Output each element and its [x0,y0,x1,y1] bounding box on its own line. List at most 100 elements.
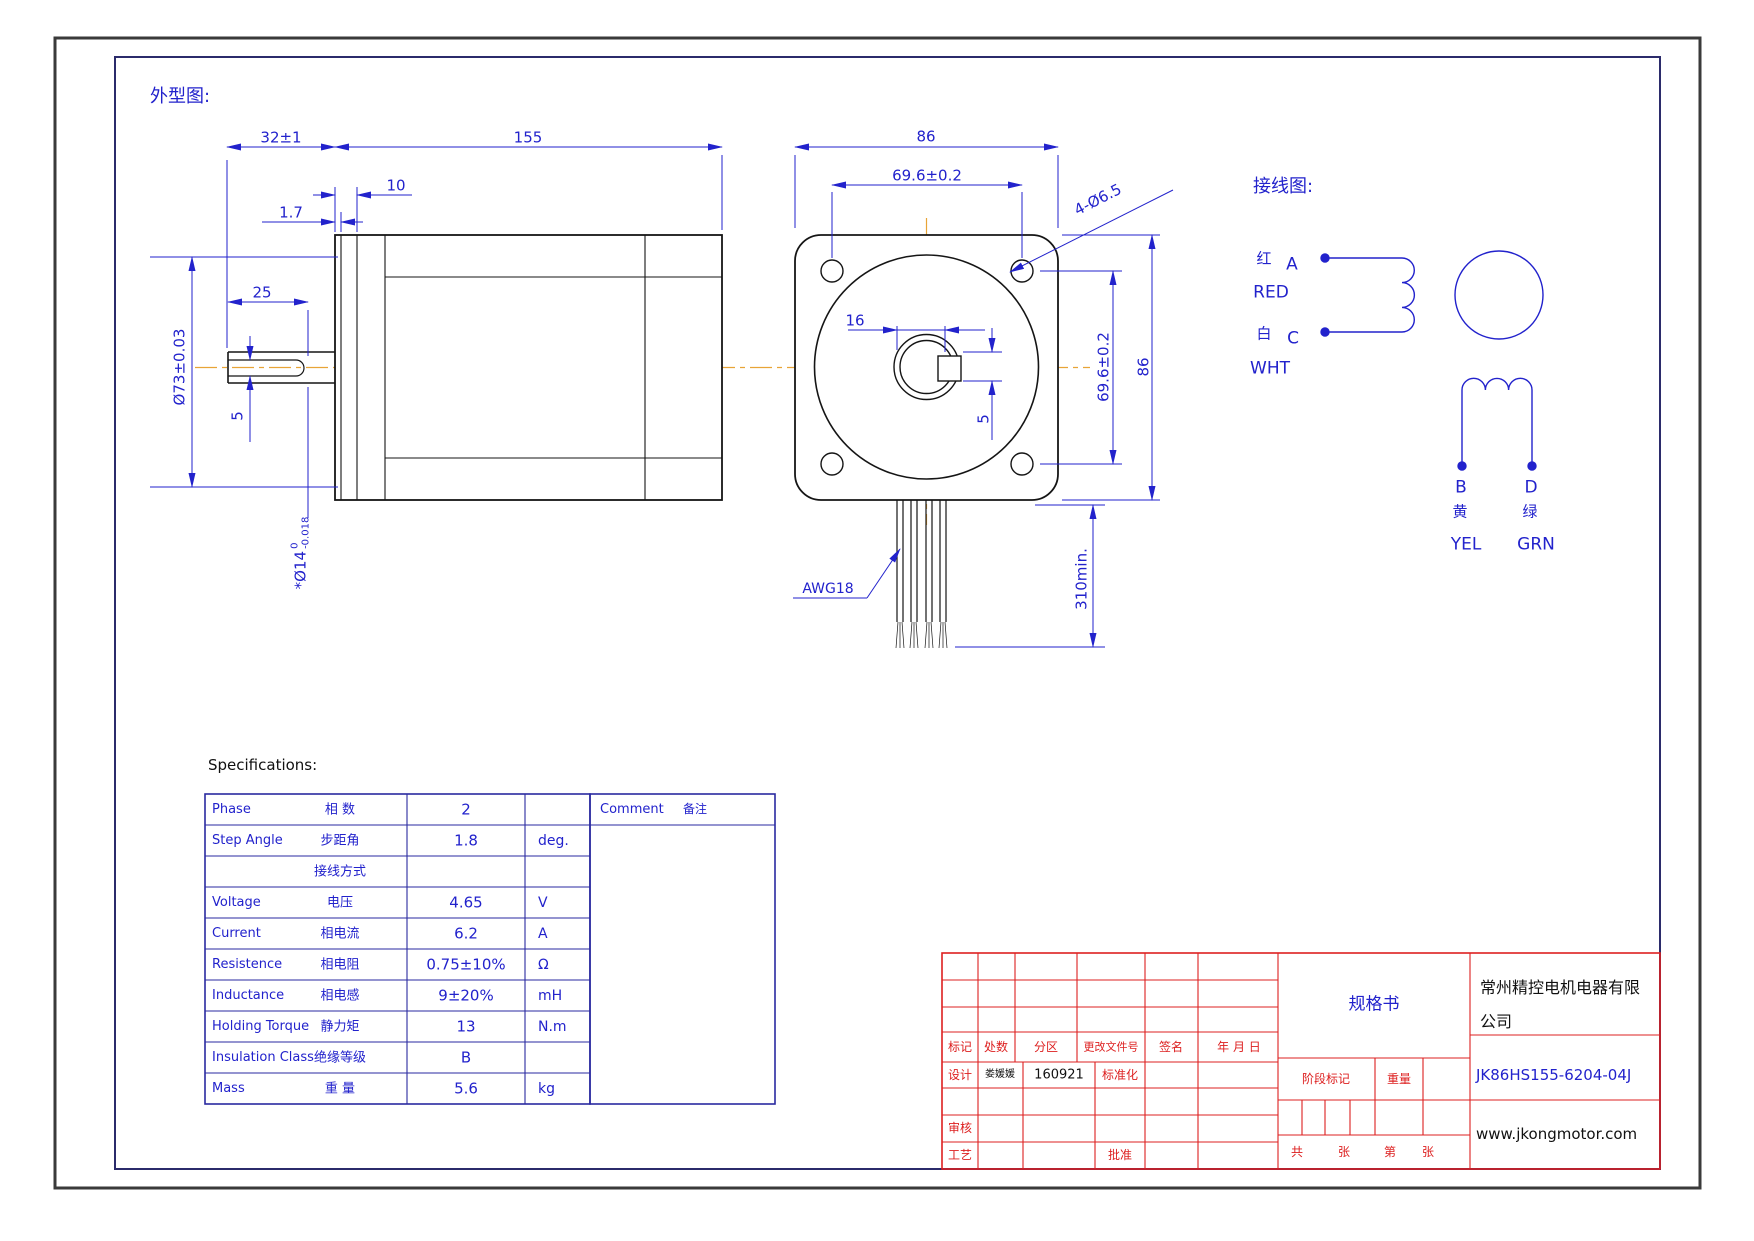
tb-doc-type: 规格书 [1348,994,1400,1015]
spec-value: B [460,1048,472,1067]
spec-unit: kg [538,1081,555,1097]
dim-key-offset: 16 [845,311,865,330]
phase-a: A [1286,254,1298,275]
part-number: JK86HS155-6204-04J [1476,1066,1632,1084]
dim-flange-width: 86 [916,127,936,146]
tb-design-date: 160921 [1034,1067,1084,1083]
dim-plate-thickness: 1.7 [279,203,303,222]
spec-table-grid [204,793,776,1105]
spec-label-cn: 相 数 [324,802,356,818]
spec-label-cn: 相电感 [320,988,360,1004]
comment-header-en: Comment [600,802,664,817]
spec-label-en: Resistence [212,957,283,972]
phase-d: D [1524,477,1538,498]
spec-label-en: Step Angle [212,833,283,848]
tb-total-label: 共 [1290,1145,1304,1159]
tb-check-label: 审核 [947,1121,973,1135]
spec-label-cn: 接线方式 [313,864,367,880]
spec-label-en: Inductance [212,988,285,1003]
spec-label-en: Current [212,926,261,941]
dim-section-10: 10 [386,176,406,195]
spec-label-en: Voltage [212,895,261,910]
tb-weight-label: 重量 [1386,1072,1412,1086]
sheet-borders [53,36,1702,1190]
spec-value: 0.75±10% [426,955,506,974]
phase-a-cn: 红 [1256,249,1272,268]
phase-b: B [1455,477,1467,498]
tb-date-label: 年 月 日 [1217,1040,1261,1054]
dimension-lines [150,143,1174,648]
spec-unit: A [538,926,548,942]
dim-lead-length: 310min. [1072,548,1091,610]
phase-d-cn: 绿 [1522,502,1538,521]
tb-approve-label: 批准 [1107,1148,1133,1162]
spec-value: 13 [456,1017,476,1036]
spec-unit: deg. [538,833,569,849]
phase-c-cn: 白 [1256,324,1272,343]
tb-count-label: 处数 [983,1040,1009,1054]
spec-label-cn: 电压 [326,895,354,911]
spec-label-cn: 静力矩 [320,1019,360,1035]
tb-process-label: 工艺 [947,1148,973,1162]
spec-unit: N.m [538,1019,567,1035]
wiring-diagram-lines [1320,250,1544,471]
spec-value: 2 [461,800,471,819]
dim-key-depth-side: 5 [228,411,247,421]
tb-standardization-label: 标准化 [1101,1068,1139,1082]
dim-hole-pitch-h: 69.6±0.2 [892,166,962,185]
phase-a-en: RED [1253,282,1289,303]
spec-value: 6.2 [454,924,478,943]
spec-label-en: Holding Torque [212,1019,310,1034]
outline-drawing-label: 外型图: [150,86,211,107]
company-name-line2: 公司 [1480,1012,1513,1031]
tb-no-label: 第 [1383,1145,1397,1159]
spec-label-cn: 相电阻 [320,957,360,973]
comment-header-cn: 备注 [683,802,708,816]
spec-label-cn: 重 量 [324,1081,356,1097]
company-website: www.jkongmotor.com [1476,1125,1638,1143]
phase-c: C [1287,328,1299,349]
spec-value: 9±20% [438,986,494,1005]
tb-signature-label: 签名 [1158,1040,1184,1054]
title-block-grid [941,952,1661,1170]
tb-designer-name: 娄媛媛 [985,1069,1015,1080]
dim-shaft-length: 32±1 [260,128,302,147]
dim-hole-pitch-v: 69.6±0.2 [1094,332,1113,402]
spec-label-cn: 相电流 [320,926,360,942]
spec-unit: Ω [538,957,549,973]
spec-label-en: Insulation Class [212,1050,314,1065]
tb-design-label: 设计 [947,1068,973,1082]
dim-pilot-diameter: Ø73±0.03 [170,328,189,406]
spec-unit: V [538,895,548,911]
phase-d-en: GRN [1517,534,1555,555]
spec-label-cn: 步距角 [320,833,360,849]
spec-label-en: Phase [212,802,251,817]
wire-gauge-label: AWG18 [802,581,854,597]
tb-mark-label: 标记 [947,1040,973,1054]
spec-label-cn: 绝缘等级 [313,1050,367,1066]
spec-unit: mH [538,988,563,1004]
dim-key-length: 25 [252,283,272,302]
lead-wires [895,500,948,649]
dim-flange-height: 86 [1134,357,1153,377]
phase-b-cn: 黄 [1452,502,1468,521]
spec-value: 5.6 [454,1079,478,1098]
spec-label-en: Mass [212,1081,245,1096]
tb-zone-label: 分区 [1033,1040,1059,1054]
side-view-drawing [227,234,723,501]
spec-value: 1.8 [454,831,478,850]
tb-sheets-label: 张 [1337,1145,1351,1159]
tb-sheet2-label: 张 [1421,1145,1435,1159]
tb-stage-mark-label: 阶段标记 [1301,1072,1351,1086]
dim-key-width: 5 [974,414,993,424]
spec-value: 4.65 [449,893,483,912]
dim-body-length: 155 [513,128,543,147]
specifications-label: Specifications: [208,756,318,774]
phase-c-en: WHT [1250,358,1290,379]
company-name-line1: 常州精控电机电器有限 [1480,978,1641,997]
tb-change-doc-label: 更改文件号 [1083,1040,1139,1054]
wiring-diagram-label: 接线图: [1253,176,1314,197]
